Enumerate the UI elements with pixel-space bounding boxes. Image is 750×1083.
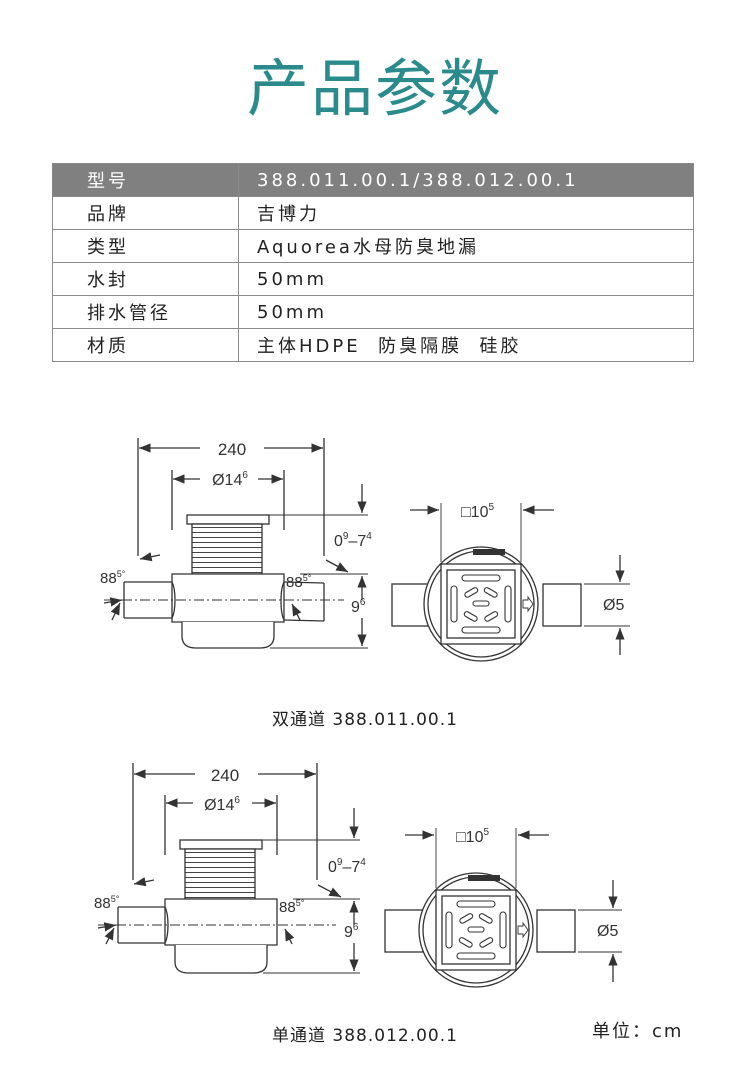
drawing-double-channel: GEBERIT [103,438,630,662]
dim-outlet-height: 96 [344,922,359,941]
drain-body [164,898,278,946]
dim-arrow [97,922,117,932]
dim-angle-left: 885° [94,894,120,912]
spec-key: 型号 [52,163,239,197]
dim-grate-diameter: Ø146 [204,795,240,814]
dim-pipe-diameter: Ø5 [603,597,624,614]
dim-arrow [110,602,121,621]
trap-bowl [181,622,275,649]
dim-square-size: □105 [456,827,489,846]
grate-square [440,563,522,645]
grate-square [435,889,517,971]
dim-outlet-height: 96 [351,597,366,616]
dim-arrow [317,884,342,898]
dim-angle-right: 885° [279,898,305,916]
dim-arrow [139,552,161,562]
drawing-1-labels: 240 Ø146 09–74 885° 885° 96 □105 Ø5 [100,438,624,616]
dim-arrow [104,927,115,945]
side-pipe [536,909,576,953]
caption-single-channel: 单通道 388.012.00.1 [272,1026,458,1046]
ribbed-body [184,848,256,900]
dim-arrow [291,603,302,621]
dim-arrow [103,597,123,607]
side-pipe [542,583,582,627]
spec-value: 388.011.00.1/388.012.00.1 [238,163,694,197]
dim-height-adjust: 09–74 [334,531,372,550]
spec-row: 型号 388.011.00.1/388.012.00.1 [52,163,694,197]
top-view: GEBERIT [384,828,622,988]
dim-angle-left: 885° [100,569,126,587]
drawing-single-channel: GEBERIT [97,763,622,988]
spec-key: 类型 [52,229,239,263]
dim-arrow [133,877,155,887]
grate-slots [450,574,512,634]
dim-angle-right: 885° [286,573,312,591]
brand-mark: GEBERIT [473,876,495,882]
top-view: GEBERIT [391,503,630,662]
spec-key: 材质 [52,328,239,362]
spec-key: 排水管径 [52,295,239,329]
unit-label: 单位：cm [592,1021,684,1042]
side-view [97,763,360,974]
dim-arrow [325,559,349,573]
dim-grate-diameter: Ø146 [212,470,248,489]
grate-slots [445,900,507,960]
spec-value: 吉博力 [238,196,694,230]
side-view [103,438,368,649]
dim-arrow [284,928,295,945]
spec-row: 材质 主体HDPE 防臭隔膜 硅胶 [52,328,694,362]
dim-square-size: □105 [461,502,494,521]
page-title: 产品参数 [246,52,503,125]
dim-pipe-diameter: Ø5 [597,923,618,940]
spec-row: 类型 Aquorea水母防臭地漏 [52,229,694,263]
spec-row: 排水管径 50mm [52,295,694,329]
side-pipe [384,909,424,953]
trap-bowl [174,945,268,974]
spec-value: Aquorea水母防臭地漏 [238,229,694,263]
drawing-2-labels: 240 Ø146 09–74 885° 885° 96 □105 Ø5 [94,764,618,941]
spec-value: 50mm [238,295,694,329]
dim-overall-width: 240 [218,440,246,459]
grate-cap [179,839,263,850]
dim-height-adjust: 09–74 [328,857,366,876]
dim-overall-width: 240 [211,766,239,785]
caption-double-channel: 双通道 388.011.00.1 [272,710,458,730]
spec-row: 水封 50mm [52,262,694,296]
brand-mark: GEBERIT [478,550,500,556]
drain-body [171,573,285,623]
spec-value: 主体HDPE 防臭隔膜 硅胶 [238,328,694,362]
ribbed-body [191,523,263,575]
grate-cap [186,514,270,525]
spec-table: 型号 388.011.00.1/388.012.00.1 品牌 吉博力 类型 A… [52,163,694,362]
spec-value: 50mm [238,262,694,296]
